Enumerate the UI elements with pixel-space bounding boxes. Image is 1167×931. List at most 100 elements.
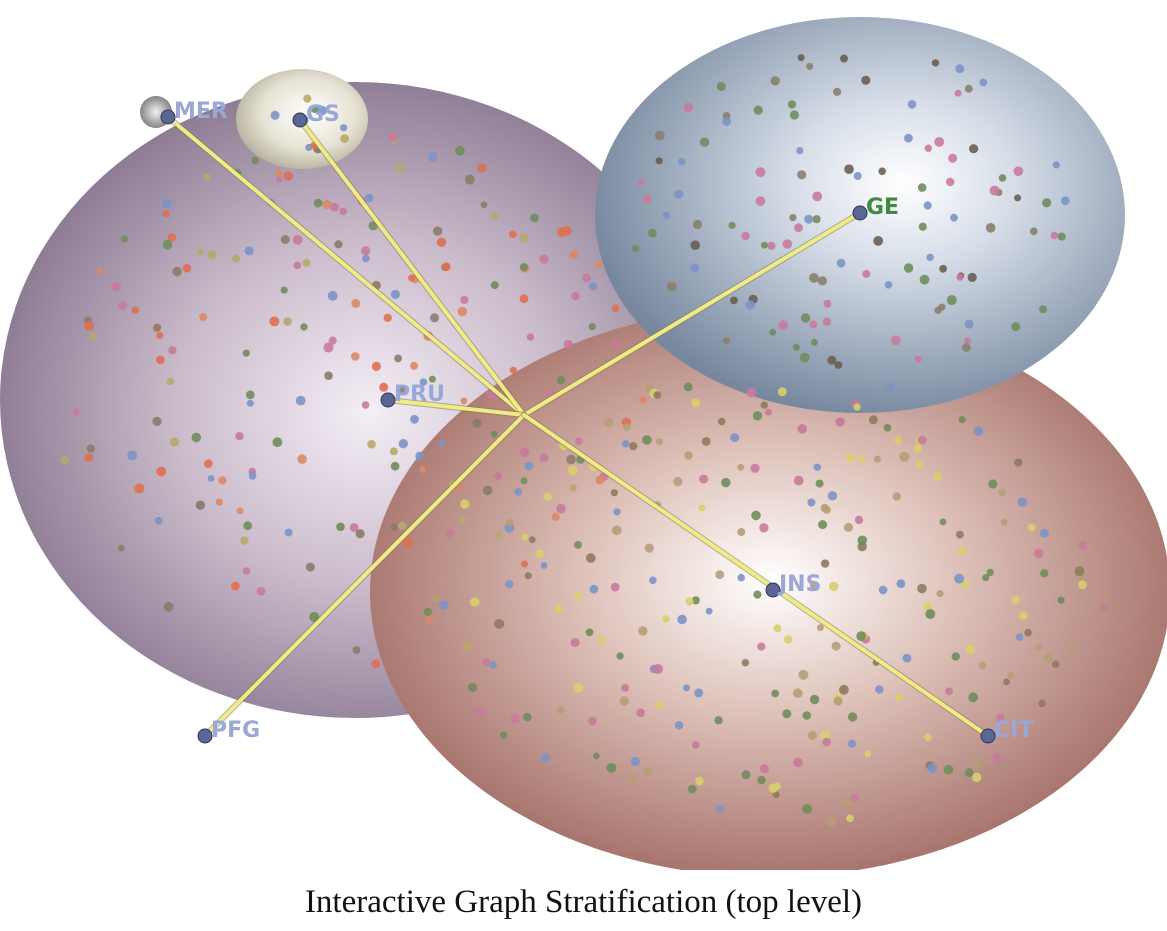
member-node[interactable] [964, 768, 974, 778]
member-node[interactable] [972, 772, 982, 782]
member-node[interactable] [878, 167, 886, 176]
member-node[interactable] [946, 295, 957, 306]
member-node[interactable] [340, 124, 348, 132]
member-node[interactable] [896, 579, 906, 588]
member-node[interactable] [1038, 699, 1046, 708]
member-node[interactable] [510, 714, 520, 724]
member-node[interactable] [972, 758, 982, 769]
member-node[interactable] [715, 804, 725, 814]
member-node[interactable] [528, 536, 536, 544]
member-node[interactable] [751, 510, 761, 521]
member-node[interactable] [574, 591, 583, 600]
member-node[interactable] [914, 355, 922, 363]
member-node[interactable] [745, 300, 756, 310]
member-node[interactable] [939, 518, 947, 526]
member-node[interactable] [875, 685, 884, 694]
member-node[interactable] [613, 508, 621, 516]
member-node[interactable] [809, 273, 819, 283]
member-node[interactable] [957, 547, 967, 556]
member-node[interactable] [638, 626, 648, 636]
member-node[interactable] [394, 354, 402, 363]
member-node[interactable] [923, 201, 932, 210]
member-node[interactable] [506, 518, 514, 527]
member-node[interactable] [717, 417, 726, 426]
member-node[interactable] [339, 207, 348, 216]
member-node[interactable] [846, 814, 854, 823]
member-node[interactable] [794, 223, 803, 233]
member-node[interactable] [472, 418, 482, 428]
member-node[interactable] [395, 162, 405, 173]
member-node[interactable] [328, 336, 337, 345]
member-node[interactable] [903, 263, 914, 273]
member-node[interactable] [797, 170, 807, 180]
member-node[interactable] [152, 416, 162, 426]
member-node[interactable] [458, 515, 467, 523]
member-node[interactable] [698, 504, 706, 512]
member-node[interactable] [655, 438, 663, 446]
member-node[interactable] [460, 499, 470, 509]
member-node[interactable] [588, 323, 596, 331]
member-node[interactable] [982, 574, 990, 582]
member-node[interactable] [526, 333, 535, 341]
node-marker[interactable] [765, 582, 781, 598]
member-node[interactable] [569, 484, 577, 492]
member-node[interactable] [519, 294, 529, 304]
node-ge[interactable]: GE [852, 195, 899, 221]
member-node[interactable] [460, 397, 468, 405]
member-node[interactable] [436, 237, 447, 247]
member-node[interactable] [784, 635, 793, 644]
member-node[interactable] [815, 479, 824, 488]
member-node[interactable] [468, 682, 478, 693]
member-node[interactable] [415, 451, 424, 461]
member-node[interactable] [1078, 541, 1088, 550]
member-node[interactable] [655, 157, 663, 165]
member-node[interactable] [1051, 660, 1060, 668]
member-node[interactable] [470, 597, 480, 607]
member-node[interactable] [589, 584, 599, 594]
member-node[interactable] [322, 200, 332, 210]
member-node[interactable] [684, 451, 693, 460]
member-node[interactable] [986, 568, 994, 577]
member-node[interactable] [215, 498, 223, 506]
edge-pfg[interactable] [203, 413, 526, 738]
member-node[interactable] [491, 212, 499, 221]
member-node[interactable] [926, 253, 934, 262]
edge-ge[interactable] [522, 211, 862, 417]
member-node[interactable] [753, 590, 762, 599]
member-node[interactable] [489, 661, 497, 669]
member-node[interactable] [644, 543, 654, 553]
member-node[interactable] [195, 500, 206, 510]
member-node[interactable] [895, 693, 903, 702]
member-node[interactable] [379, 382, 389, 392]
member-node[interactable] [701, 437, 711, 446]
member-node[interactable] [490, 281, 499, 290]
member-node[interactable] [362, 254, 370, 263]
member-node[interactable] [782, 709, 792, 719]
member-node[interactable] [619, 696, 629, 706]
member-node[interactable] [1068, 644, 1077, 653]
member-node[interactable] [297, 454, 307, 465]
member-node[interactable] [777, 387, 787, 397]
member-node[interactable] [505, 579, 514, 589]
member-node[interactable] [683, 684, 690, 692]
member-node[interactable] [390, 523, 398, 531]
member-node[interactable] [521, 533, 529, 541]
node-marker[interactable] [160, 109, 176, 125]
member-node[interactable] [955, 530, 964, 539]
member-node[interactable] [535, 549, 544, 559]
member-node[interactable] [236, 507, 244, 515]
member-node[interactable] [475, 707, 486, 718]
edge-cit[interactable] [522, 413, 990, 738]
member-node[interactable] [371, 361, 381, 371]
member-node[interactable] [611, 525, 622, 536]
member-node[interactable] [666, 281, 677, 292]
member-node[interactable] [737, 573, 745, 582]
member-node[interactable] [945, 687, 953, 696]
member-node[interactable] [242, 349, 250, 357]
member-node[interactable] [688, 784, 697, 794]
member-node[interactable] [692, 741, 700, 749]
member-node[interactable] [117, 544, 125, 552]
member-node[interactable] [514, 487, 523, 496]
member-node[interactable] [629, 442, 638, 451]
member-node[interactable] [462, 641, 472, 651]
